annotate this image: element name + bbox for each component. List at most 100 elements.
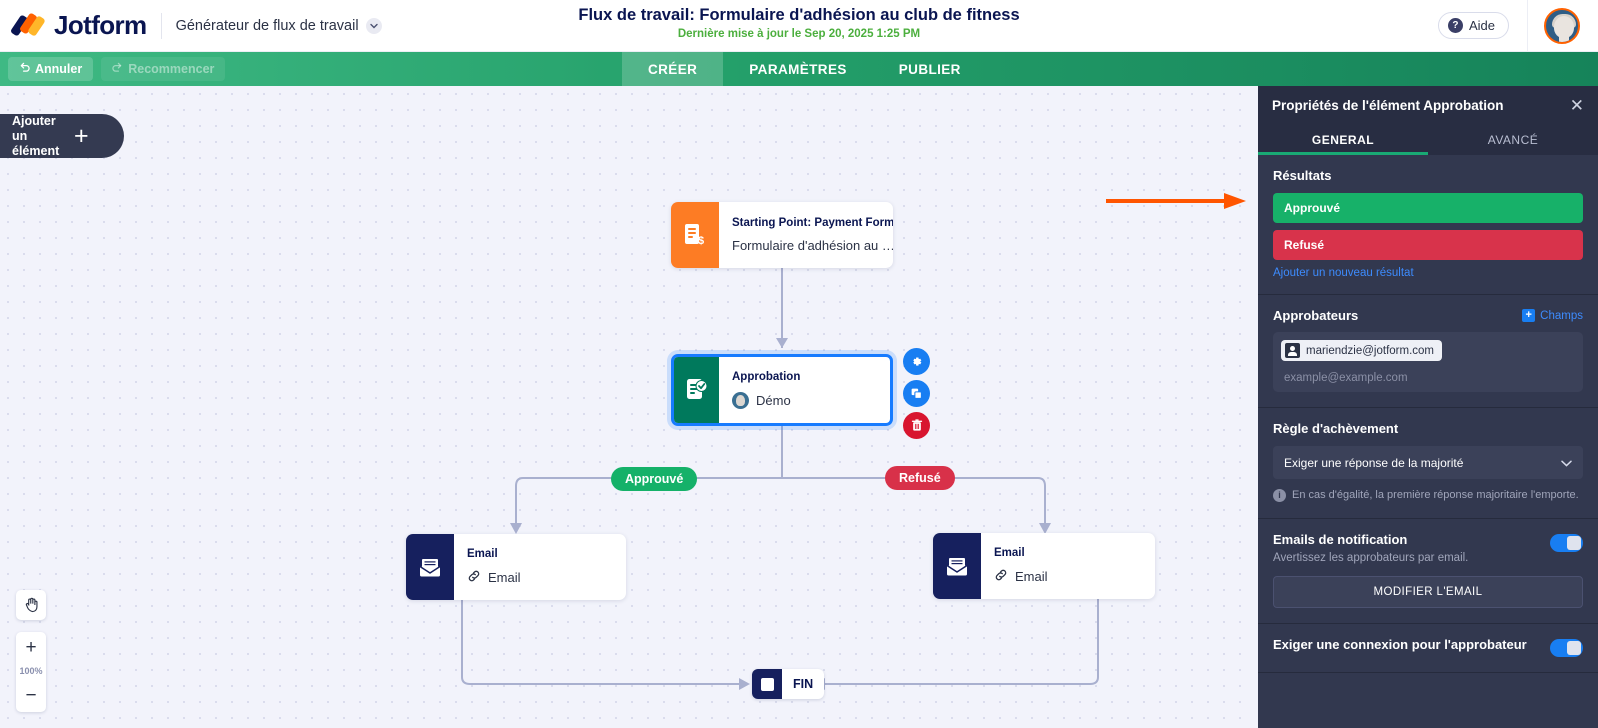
link-icon bbox=[467, 569, 481, 586]
notification-emails-section: Emails de notification Avertissez les ap… bbox=[1258, 519, 1598, 624]
brand[interactable]: Jotform bbox=[0, 10, 147, 41]
copy-icon[interactable] bbox=[903, 380, 930, 407]
avatar[interactable] bbox=[1544, 7, 1580, 44]
panel-header: Propriétés de l'élément Approbation ✕ bbox=[1258, 86, 1598, 124]
node-email-right[interactable]: Email Email bbox=[933, 533, 1155, 599]
result-refused[interactable]: Refusé bbox=[1273, 230, 1583, 260]
approver-email: mariendzie@jotform.com bbox=[1306, 344, 1434, 357]
top-bar: Jotform Générateur de flux de travail Fl… bbox=[0, 0, 1598, 52]
annotation-arrow-icon bbox=[1106, 193, 1246, 209]
tab-avance[interactable]: AVANCÉ bbox=[1487, 132, 1539, 147]
zoom-out-button[interactable]: − bbox=[25, 685, 37, 706]
node-body: Email Email bbox=[454, 534, 534, 600]
notification-emails-toggle[interactable] bbox=[1550, 534, 1583, 552]
tab-creer[interactable]: CRÉER bbox=[622, 52, 724, 86]
node-subtitle-row: Email bbox=[994, 568, 1048, 585]
node-end[interactable]: FIN bbox=[752, 669, 825, 699]
fields-button[interactable]: + Champs bbox=[1522, 309, 1583, 322]
results-section: Résultats Approuvé Refusé Ajouter un nou… bbox=[1258, 155, 1598, 295]
node-subtitle: Formulaire d'adhésion au … bbox=[732, 238, 893, 253]
zoom-in-button[interactable]: + bbox=[25, 637, 37, 658]
tab-list: CRÉER PARAMÈTRES PUBLIER bbox=[622, 52, 987, 86]
approvers-section: Approbateurs + Champs mariendzie@jotform… bbox=[1258, 295, 1598, 408]
add-element-button[interactable]: Ajouter un élément + bbox=[0, 114, 124, 158]
plus-icon: + bbox=[74, 121, 89, 150]
undo-arrow-icon bbox=[19, 62, 30, 76]
require-login-section: Exiger une connexion pour l'approbateur bbox=[1258, 624, 1598, 673]
node-body: Approbation Démo bbox=[719, 357, 813, 423]
divider bbox=[160, 12, 162, 39]
approvers-section-title: Approbateurs bbox=[1273, 308, 1359, 323]
undo-button[interactable]: Annuler bbox=[8, 57, 94, 81]
close-icon[interactable]: ✕ bbox=[1569, 95, 1584, 115]
require-login-title: Exiger une connexion pour l'approbateur bbox=[1273, 637, 1527, 652]
link-icon bbox=[994, 568, 1008, 585]
user-avatar bbox=[732, 392, 749, 409]
completion-rule-title: Règle d'achèvement bbox=[1273, 421, 1399, 436]
node-body: Email Email bbox=[981, 533, 1061, 599]
add-result-link[interactable]: Ajouter un nouveau résultat bbox=[1273, 267, 1414, 279]
stop-square-icon bbox=[752, 669, 782, 699]
gear-icon[interactable] bbox=[903, 348, 930, 375]
contact-card-icon bbox=[1285, 343, 1300, 358]
help-button[interactable]: ? Aide bbox=[1437, 12, 1509, 39]
trash-icon[interactable] bbox=[903, 412, 930, 439]
envelope-icon bbox=[933, 533, 981, 599]
node-subtitle: Démo bbox=[756, 393, 791, 408]
action-tab-bar: Annuler Recommencer CRÉER PARAMÈTRES PUB… bbox=[0, 52, 1598, 86]
end-node-label: FIN bbox=[793, 677, 814, 691]
approvers-header: Approbateurs + Champs bbox=[1273, 308, 1583, 323]
require-login-toggle-row: Exiger une connexion pour l'approbateur bbox=[1273, 637, 1583, 657]
completion-rule-value: Exiger une réponse de la majorité bbox=[1284, 455, 1464, 470]
results-section-title: Résultats bbox=[1273, 168, 1332, 183]
payment-form-icon: $ bbox=[671, 202, 719, 268]
node-subtitle-row: Démo bbox=[732, 392, 800, 409]
redo-arrow-icon bbox=[112, 62, 123, 76]
completion-rule-hint-text: En cas d'égalité, la première réponse ma… bbox=[1292, 489, 1579, 501]
redo-button[interactable]: Recommencer bbox=[101, 57, 226, 81]
zoom-level-label: 100% bbox=[19, 666, 43, 676]
brand-name: Jotform bbox=[54, 10, 147, 40]
node-email-left[interactable]: Email Email bbox=[406, 534, 626, 600]
divider bbox=[1527, 0, 1528, 52]
require-login-toggle[interactable] bbox=[1550, 639, 1583, 657]
completion-rule-select[interactable]: Exiger une réponse de la majorité bbox=[1273, 446, 1583, 479]
undo-label: Annuler bbox=[35, 62, 83, 76]
generator-selector[interactable]: Générateur de flux de travail bbox=[176, 17, 382, 34]
notification-toggle-row: Emails de notification Avertissez les ap… bbox=[1273, 532, 1583, 564]
top-bar-right: ? Aide bbox=[1437, 0, 1598, 52]
notification-emails-desc: Avertissez les approbateurs par email. bbox=[1273, 552, 1469, 564]
connector-wires bbox=[461, 268, 1099, 690]
node-title: Email bbox=[994, 547, 1025, 559]
tab-publier[interactable]: PUBLIER bbox=[898, 61, 961, 77]
svg-text:$: $ bbox=[698, 235, 704, 247]
node-starting-point[interactable]: $ Starting Point: Payment Form Formulair… bbox=[671, 202, 893, 268]
plus-square-icon: + bbox=[1522, 309, 1536, 322]
approvers-input-box[interactable]: mariendzie@jotform.com example@example.c… bbox=[1273, 332, 1583, 392]
node-body: Starting Point: Payment Form Formulaire … bbox=[719, 202, 893, 268]
node-approval[interactable]: Approbation Démo bbox=[671, 354, 893, 426]
zoom-stack: + 100% − bbox=[16, 632, 46, 712]
canvas-controls: + 100% − bbox=[16, 590, 46, 712]
panel-title: Propriétés de l'élément Approbation bbox=[1272, 97, 1504, 113]
hand-tool-icon[interactable] bbox=[16, 590, 46, 620]
node-title: Approbation bbox=[732, 371, 801, 383]
element-properties-panel: Propriétés de l'élément Approbation ✕ GE… bbox=[1258, 86, 1598, 728]
completion-rule-hint: i En cas d'égalité, la première réponse … bbox=[1273, 488, 1583, 503]
approver-placeholder: example@example.com bbox=[1284, 372, 1408, 384]
approval-check-icon bbox=[674, 357, 719, 423]
completion-rule-section: Règle d'achèvement Exiger une réponse de… bbox=[1258, 408, 1598, 519]
approver-chip[interactable]: mariendzie@jotform.com bbox=[1281, 340, 1442, 361]
result-approved[interactable]: Approuvé bbox=[1273, 193, 1583, 223]
node-subtitle: Email bbox=[1015, 569, 1048, 584]
fields-label: Champs bbox=[1540, 309, 1583, 322]
info-icon: i bbox=[1273, 489, 1286, 502]
edit-email-button[interactable]: MODIFIER L'EMAIL bbox=[1273, 576, 1583, 608]
node-action-buttons bbox=[903, 348, 930, 439]
tab-parametres[interactable]: PARAMÈTRES bbox=[749, 61, 847, 77]
tab-general[interactable]: GENERAL bbox=[1258, 124, 1428, 155]
workflow-canvas[interactable]: Ajouter un élément + $ Starting Point: P… bbox=[0, 86, 1248, 728]
node-subtitle: Email bbox=[488, 570, 521, 585]
node-subtitle-row: Email bbox=[467, 569, 521, 586]
undo-redo-group: Annuler Recommencer bbox=[0, 57, 226, 81]
